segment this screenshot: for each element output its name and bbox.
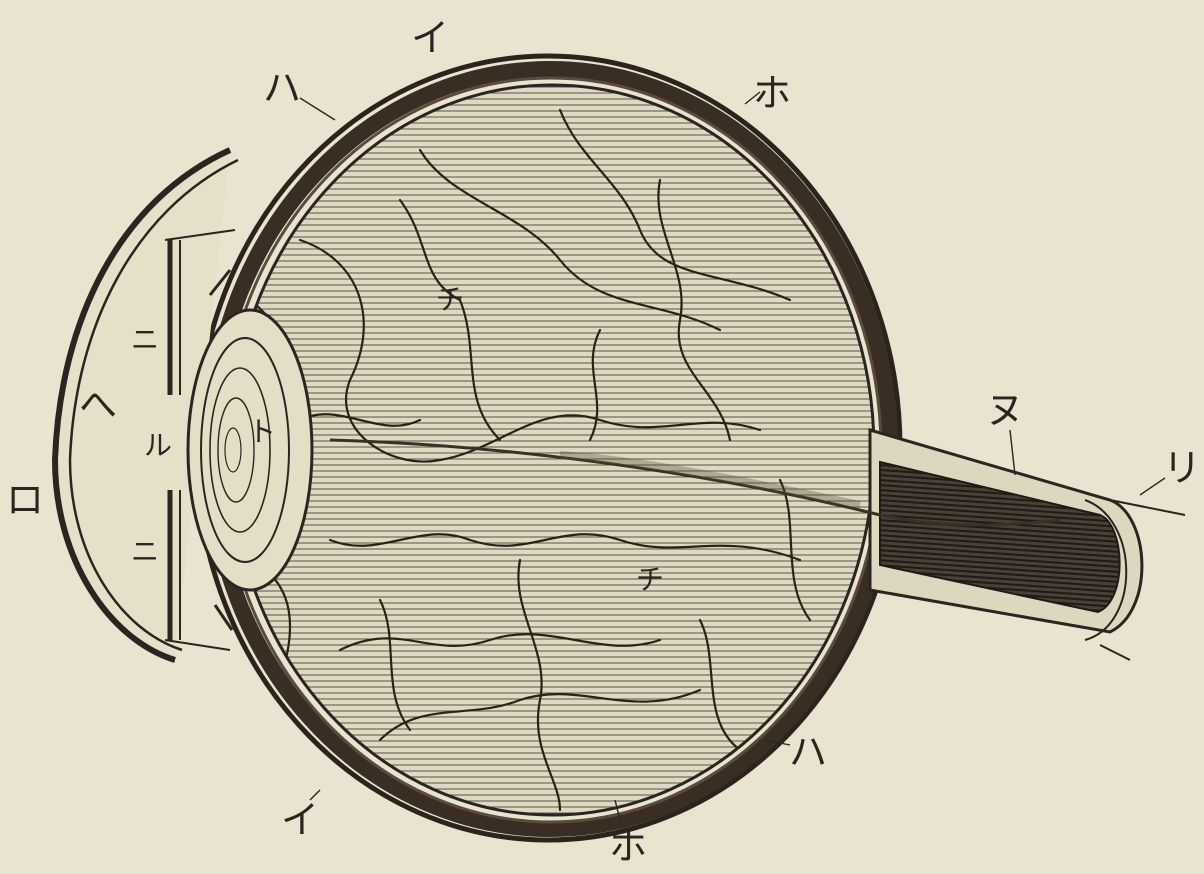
label-to: ト — [248, 418, 276, 446]
label-nu: ヌ — [986, 391, 1024, 429]
label-ni-upper: ニ — [131, 326, 159, 354]
label-ho-top: ホ — [753, 74, 791, 112]
label-i-top: イ — [411, 19, 449, 57]
label-ha-bottom: ハ — [789, 733, 827, 771]
label-ri: リ — [1163, 449, 1201, 487]
label-chi-upper: チ — [436, 286, 464, 314]
vitreous-body — [230, 85, 874, 815]
label-chi-lower: チ — [636, 566, 664, 594]
label-i-bottom: イ — [281, 801, 319, 839]
label-ha-top: ハ — [263, 69, 301, 107]
optic-nerve — [870, 430, 1185, 660]
label-ru: ル — [144, 432, 172, 460]
label-he: へ — [79, 386, 117, 424]
label-ro: ロ — [6, 481, 44, 519]
label-ho-bottom: ホ — [609, 827, 647, 865]
label-ni-lower: ニ — [131, 538, 159, 566]
